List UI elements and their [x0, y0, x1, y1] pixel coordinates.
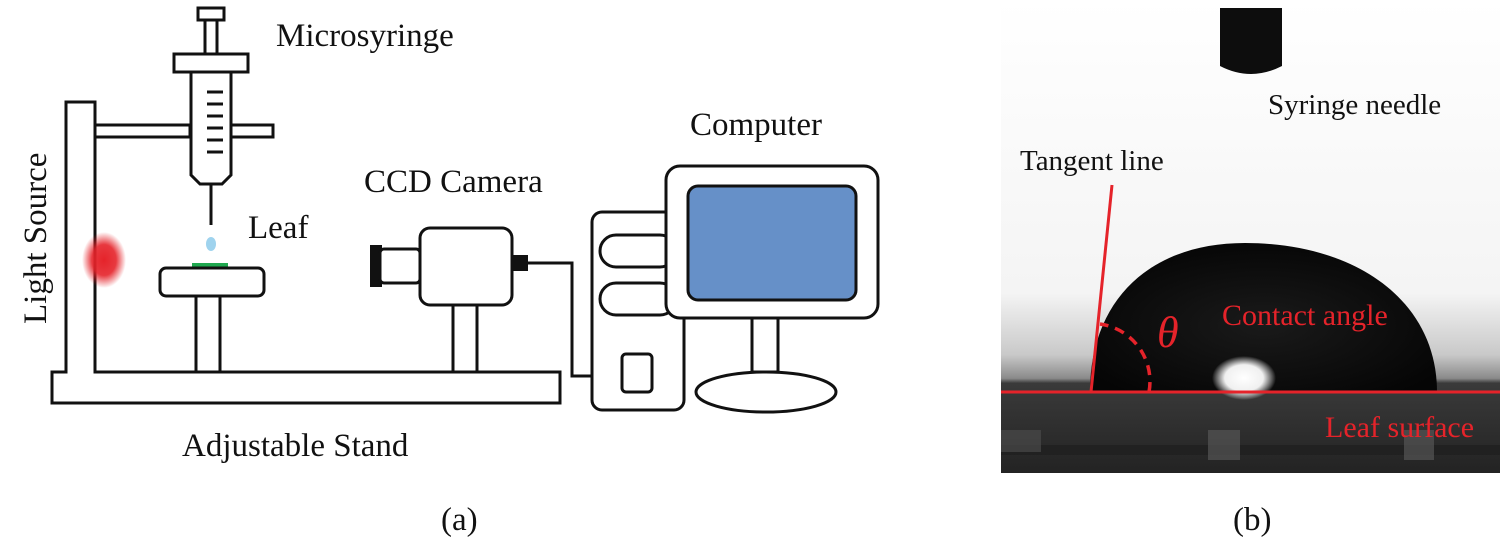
tangent-line — [1089, 184, 1114, 393]
label-theta: θ — [1157, 308, 1179, 357]
computer-monitor — [664, 164, 880, 414]
leaf-sample — [192, 263, 228, 268]
label-syringe-needle: Syringe needle — [1268, 89, 1441, 121]
adjustable-stand — [50, 100, 562, 405]
label-leaf: Leaf — [248, 210, 308, 246]
caption-b: (b) — [1233, 502, 1271, 538]
label-ccd-camera: CCD Camera — [364, 164, 543, 200]
computer-tower — [590, 210, 686, 412]
droplet-highlight — [1212, 356, 1276, 400]
ccd-camera — [370, 226, 592, 378]
label-adjustable-stand: Adjustable Stand — [182, 428, 409, 464]
label-computer: Computer — [690, 107, 822, 143]
syringe-needle — [1220, 8, 1282, 74]
light-source-glow — [82, 232, 126, 288]
microsyringe — [172, 6, 250, 225]
label-microsyringe: Microsyringe — [276, 18, 454, 54]
water-droplet — [1090, 243, 1437, 392]
panel-a-setup-diagram: Microsyringe Light Source Leaf CCD Camer… — [18, 6, 880, 538]
label-contact-angle: Contact angle — [1222, 299, 1388, 332]
droplet — [206, 237, 216, 251]
panel-b-contact-angle-image: Syringe needle Tangent line θ Contact an… — [1001, 0, 1500, 538]
label-leaf-surface: Leaf surface — [1325, 411, 1474, 444]
caption-a: (a) — [441, 502, 478, 538]
light-source — [82, 232, 126, 288]
label-light-source: Light Source — [18, 153, 54, 324]
sample-stage — [158, 237, 266, 298]
monitor-screen — [686, 184, 858, 302]
label-tangent-line: Tangent line — [1020, 145, 1164, 177]
